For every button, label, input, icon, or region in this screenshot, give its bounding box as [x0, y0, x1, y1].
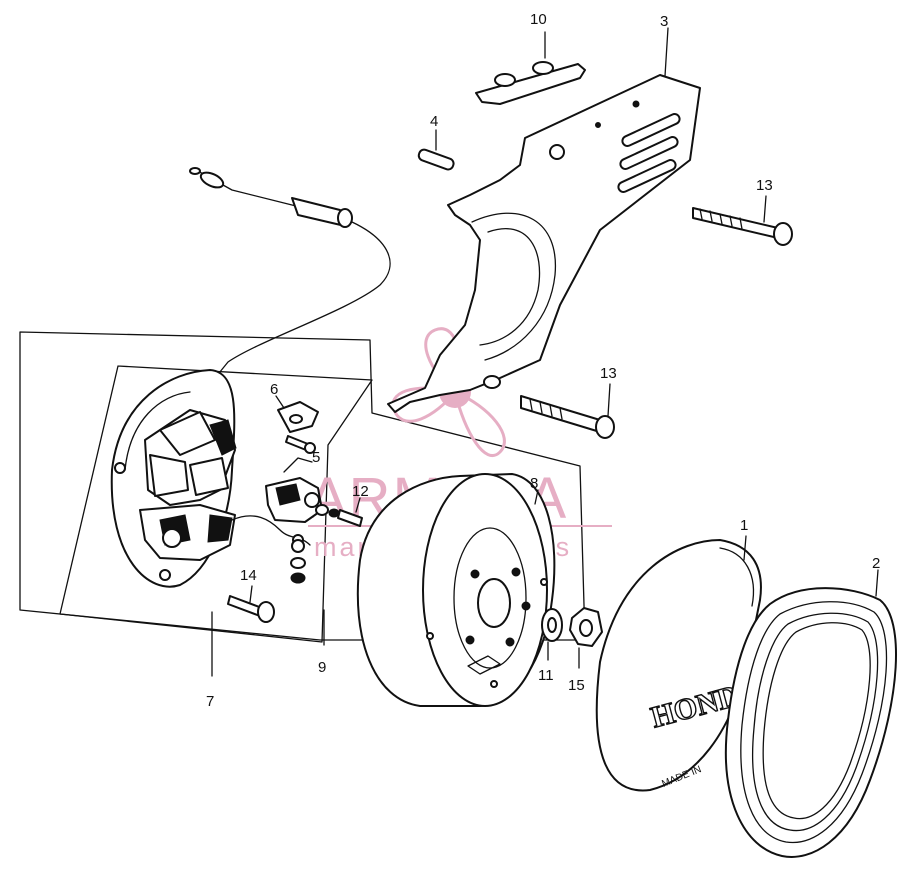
- callout-13-upper: 13: [756, 177, 773, 194]
- callout-11: 11: [538, 667, 554, 684]
- callout-9: 9: [318, 659, 326, 676]
- part-9-stator-plate: [110, 369, 325, 646]
- part-13-bolt-lower: [520, 383, 615, 439]
- callout-12: 12: [352, 483, 369, 500]
- part-13-bolt-upper: [692, 195, 793, 246]
- stop-switch-wire: [189, 167, 391, 379]
- part-10-grommet: [475, 31, 586, 105]
- part-15-nut: [569, 607, 603, 669]
- callout-1: 1: [740, 517, 748, 534]
- part-14-screw: [227, 585, 275, 623]
- callout-4: 4: [430, 113, 438, 130]
- assembly-9-outline: [59, 365, 373, 643]
- callout-6: 6: [270, 381, 278, 398]
- callout-5: 5: [312, 449, 320, 466]
- part-5-screw: [285, 435, 316, 454]
- callout-10: 10: [530, 11, 547, 28]
- part-4-pin: [417, 129, 455, 171]
- callout-7: 7: [206, 693, 214, 710]
- callout-2: 2: [872, 555, 880, 572]
- callout-8: 8: [530, 475, 538, 492]
- part-12-screw: [315, 497, 363, 527]
- callout-labels: 1 2 3 4 5 6 7 8 9 10 11 12 13 13 14 15: [206, 11, 880, 710]
- callout-15: 15: [568, 677, 585, 694]
- callout-14: 14: [240, 567, 257, 584]
- callout-13-lower: 13: [600, 365, 617, 382]
- part-8-flywheel: [356, 473, 556, 707]
- contact-breaker-assembly: [265, 457, 323, 584]
- part-3-bracket: [387, 27, 701, 413]
- part-11-washer: [541, 608, 563, 661]
- part-2-ring: [724, 569, 897, 858]
- callout-3: 3: [660, 13, 668, 30]
- part-6-clip: [275, 395, 319, 433]
